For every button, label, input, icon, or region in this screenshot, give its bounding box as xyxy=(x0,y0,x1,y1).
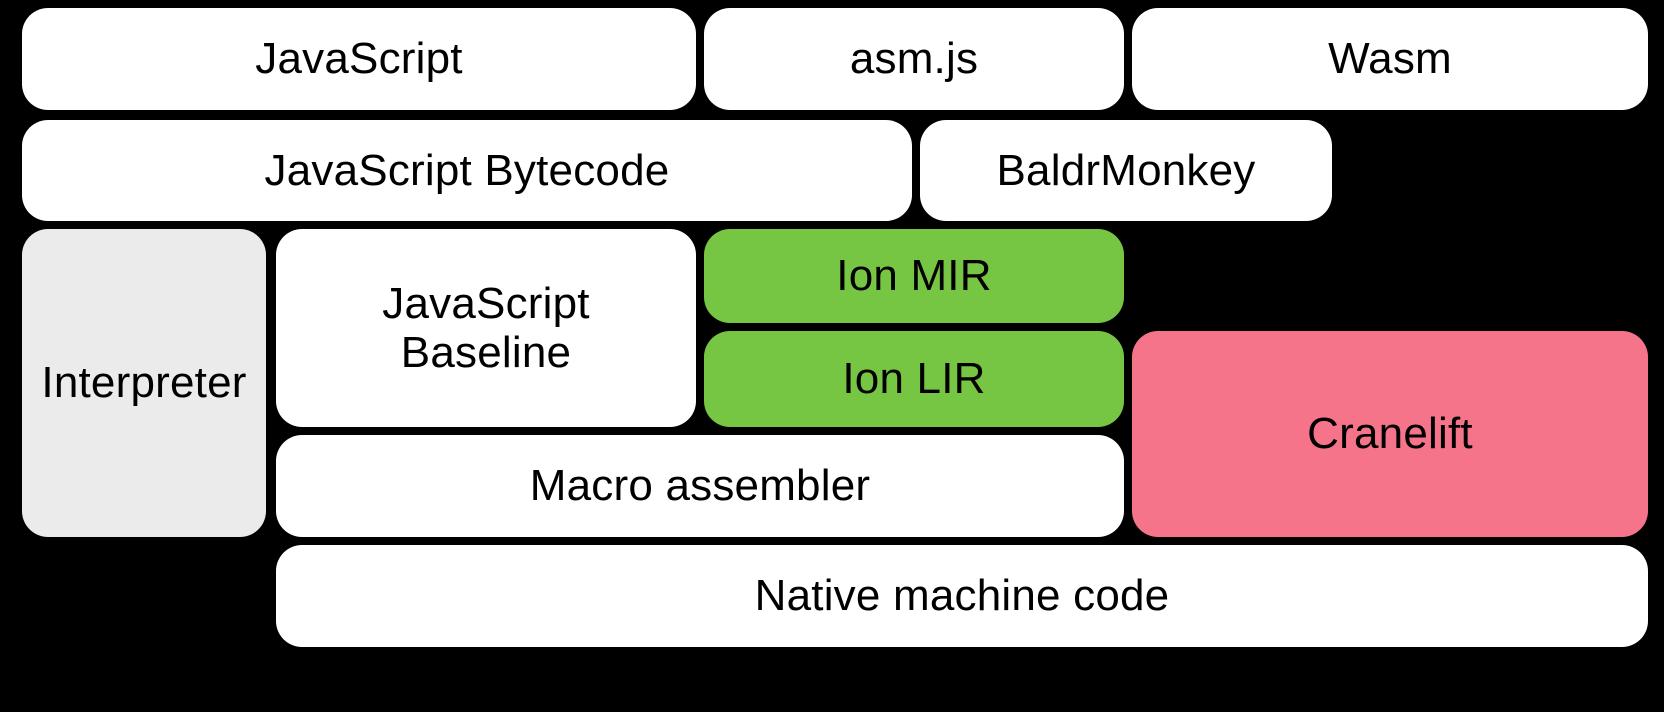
node-ion-mir: Ion MIR xyxy=(704,229,1124,323)
node-cranelift: Cranelift xyxy=(1132,331,1648,537)
node-javascript-bytecode: JavaScript Bytecode xyxy=(22,120,912,221)
node-wasm: Wasm xyxy=(1132,8,1648,110)
node-baldrmonkey: BaldrMonkey xyxy=(920,120,1332,221)
node-asm-js: asm.js xyxy=(704,8,1124,110)
node-macro-assembler: Macro assembler xyxy=(276,435,1124,537)
node-native-machine-code: Native machine code xyxy=(276,545,1648,647)
node-javascript: JavaScript xyxy=(22,8,696,110)
node-interpreter: Interpreter xyxy=(22,229,266,537)
node-javascript-baseline: JavaScript Baseline xyxy=(276,229,696,427)
node-ion-lir: Ion LIR xyxy=(704,331,1124,427)
